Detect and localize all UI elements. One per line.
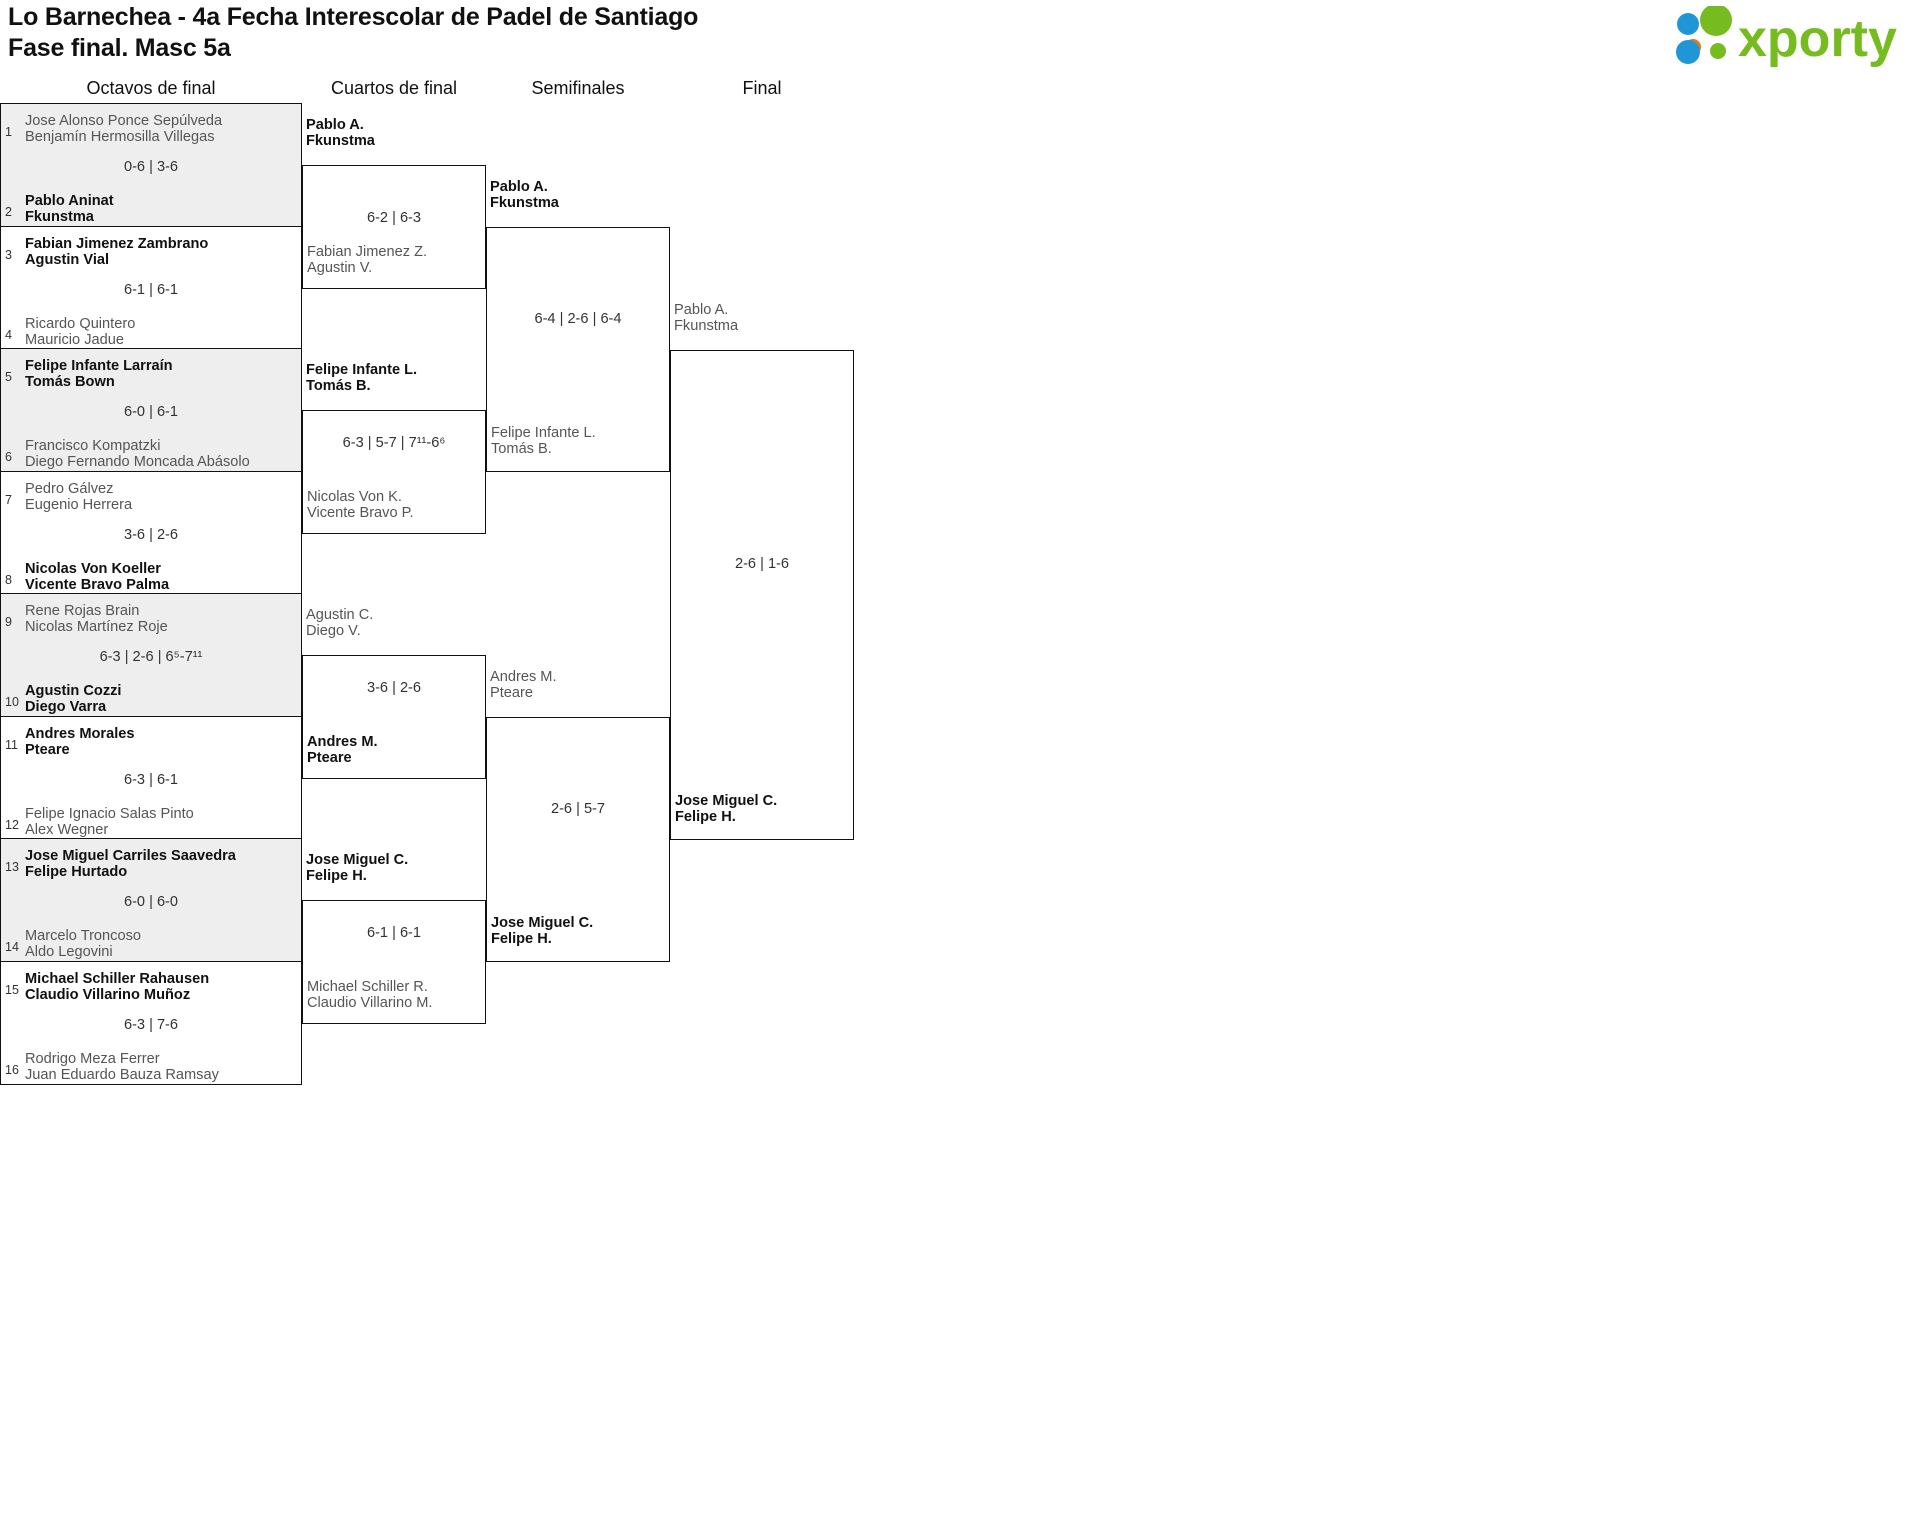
team-top: Jose Alonso Ponce Sepúlveda Benjamín Her… (25, 113, 223, 146)
table-row[interactable]: 1 Jose Alonso Ponce Sepúlveda Benjamín H… (1, 104, 301, 227)
team-bottom: Ricardo Quintero Mauricio Jadue (25, 315, 136, 348)
match-score: 6-0 | 6-0 (123, 894, 179, 910)
sf-match-2-team-top: Andres M. Pteare (490, 669, 557, 702)
seed-number: 5 (5, 370, 12, 384)
qf-match-1-team-top: Pablo A. Fkunstma (306, 117, 375, 150)
table-row[interactable]: 9 Rene Rojas Brain Nicolas Martínez Roje… (1, 594, 301, 717)
seed-number: 1 (5, 125, 12, 139)
seed-number: 4 (5, 327, 12, 342)
table-row[interactable]: 15 Michael Schiller Rahausen Claudio Vil… (1, 962, 301, 1085)
qf-match-3-team-bottom: Andres M. Pteare (307, 734, 378, 767)
seed-number: 7 (5, 492, 12, 507)
match-score: 6-1 | 6-1 (366, 925, 422, 941)
logo-dots-icon (1676, 4, 1732, 64)
seed-number: 2 (5, 205, 12, 219)
seed-number: 6 (5, 450, 12, 464)
round-header-final: Final (742, 78, 782, 98)
page-title: Lo Barnechea - 4a Fecha Interescolar de … (8, 2, 698, 64)
team-bottom: Marcelo Troncoso Aldo Legovini (25, 928, 141, 961)
team-bottom: Francisco Kompatzki Diego Fernando Monca… (25, 438, 250, 471)
xporty-logo: xporty (1666, 4, 1906, 68)
seed-number: 14 (5, 940, 19, 954)
match-score: 0-6 | 3-6 (123, 159, 179, 175)
final-match-team-bottom: Jose Miguel C. Felipe H. (675, 793, 778, 826)
logo-wordmark: xporty (1738, 10, 1897, 68)
qf-match-2-box[interactable]: 6-3 | 5-7 | 7¹¹-6⁶ Nicolas Von K. Vicent… (302, 410, 486, 534)
seed-number: 13 (5, 860, 19, 874)
sf-match-1-team-top: Pablo A. Fkunstma (490, 179, 559, 212)
team-top: Michael Schiller Rahausen Claudio Villar… (25, 970, 210, 1003)
match-score: 6-3 | 7-6 (123, 1016, 179, 1033)
seed-number: 10 (5, 695, 19, 709)
table-row[interactable]: 5 Felipe Infante Larraín Tomás Bown 6-0 … (1, 349, 301, 472)
seed-number: 3 (5, 247, 12, 262)
qf-match-2-team-bottom: Nicolas Von K. Vicente Bravo P. (307, 489, 414, 522)
qf-match-3-team-top: Agustin C. Diego V. (306, 607, 374, 640)
qf-match-2-team-top: Felipe Infante L. Tomás B. (306, 362, 418, 395)
team-top: Felipe Infante Larraín Tomás Bown (25, 358, 173, 391)
match-score: 2-6 | 1-6 (734, 556, 790, 572)
sf-match-1-team-bottom: Felipe Infante L. Tomás B. (491, 425, 596, 458)
match-score: 6-0 | 6-1 (123, 404, 179, 420)
match-score: 6-2 | 6-3 (366, 210, 422, 226)
team-top: Andres Morales Pteare (25, 725, 135, 758)
team-bottom: Pablo Aninat Fkunstma (25, 193, 114, 226)
qf-match-4-team-bottom: Michael Schiller R. Claudio Villarino M. (307, 979, 433, 1012)
round-of-16-table: 1 Jose Alonso Ponce Sepúlveda Benjamín H… (0, 103, 302, 1085)
table-row[interactable]: 13 Jose Miguel Carriles Saavedra Felipe … (1, 839, 301, 962)
round-header-r16: Octavos de final (86, 78, 216, 98)
seed-number: 9 (5, 615, 12, 629)
seed-number: 16 (5, 1062, 19, 1077)
match-score: 2-6 | 5-7 (550, 801, 606, 817)
team-top: Pedro Gálvez Eugenio Herrera (25, 480, 133, 513)
team-top: Fabian Jimenez Zambrano Agustin Vial (25, 235, 209, 268)
qf-match-4-box[interactable]: 6-1 | 6-1 Michael Schiller R. Claudio Vi… (302, 900, 486, 1024)
team-top: Rene Rojas Brain Nicolas Martínez Roje (25, 603, 168, 636)
seed-number: 12 (5, 817, 19, 832)
final-match-box[interactable]: 2-6 | 1-6 Jose Miguel C. Felipe H. (670, 350, 854, 840)
match-score: 3-6 | 2-6 (123, 526, 179, 543)
table-row[interactable]: 3 Fabian Jimenez Zambrano Agustin Vial 6… (1, 227, 301, 349)
match-score: 3-6 | 2-6 (366, 680, 422, 696)
qf-match-3-box[interactable]: 3-6 | 2-6 Andres M. Pteare (302, 655, 486, 779)
match-score: 6-3 | 5-7 | 7¹¹-6⁶ (342, 435, 446, 451)
round-header-sf: Semifinales (531, 78, 625, 98)
seed-number: 15 (5, 982, 19, 997)
round-header-qf: Cuartos de final (330, 78, 458, 98)
team-bottom: Felipe Ignacio Salas Pinto Alex Wegner (25, 805, 194, 838)
table-row[interactable]: 11 Andres Morales Pteare 6-3 | 6-1 12 Fe… (1, 717, 301, 839)
seed-number: 11 (5, 737, 18, 752)
match-score: 6-1 | 6-1 (123, 281, 179, 298)
match-score: 6-4 | 2-6 | 6-4 (534, 311, 622, 327)
qf-match-1-box[interactable]: 6-2 | 6-3 Fabian Jimenez Z. Agustin V. (302, 165, 486, 289)
table-row[interactable]: 7 Pedro Gálvez Eugenio Herrera 3-6 | 2-6… (1, 472, 301, 594)
title-line-1: Lo Barnechea - 4a Fecha Interescolar de … (8, 3, 699, 31)
final-match-team-top: Pablo A. Fkunstma (674, 302, 739, 335)
sf-match-2-box[interactable]: 2-6 | 5-7 Jose Miguel C. Felipe H. (486, 717, 670, 962)
team-top: Jose Miguel Carriles Saavedra Felipe Hur… (25, 848, 236, 881)
sf-match-1-box[interactable]: 6-4 | 2-6 | 6-4 Felipe Infante L. Tomás … (486, 227, 670, 472)
qf-match-1-team-bottom: Fabian Jimenez Z. Agustin V. (307, 244, 428, 277)
match-score: 6-3 | 6-1 (123, 771, 179, 788)
team-bottom: Nicolas Von Koeller Vicente Bravo Palma (25, 560, 170, 593)
sf-match-2-team-bottom: Jose Miguel C. Felipe H. (491, 915, 594, 948)
match-score: 6-3 | 2-6 | 6⁵-7¹¹ (99, 649, 203, 665)
qf-match-4-team-top: Jose Miguel C. Felipe H. (306, 852, 409, 885)
team-bottom: Agustin Cozzi Diego Varra (25, 683, 122, 716)
team-bottom: Rodrigo Meza Ferrer Juan Eduardo Bauza R… (25, 1050, 219, 1083)
title-line-2: Fase final. Masc 5a (8, 34, 231, 62)
seed-number: 8 (5, 572, 12, 587)
